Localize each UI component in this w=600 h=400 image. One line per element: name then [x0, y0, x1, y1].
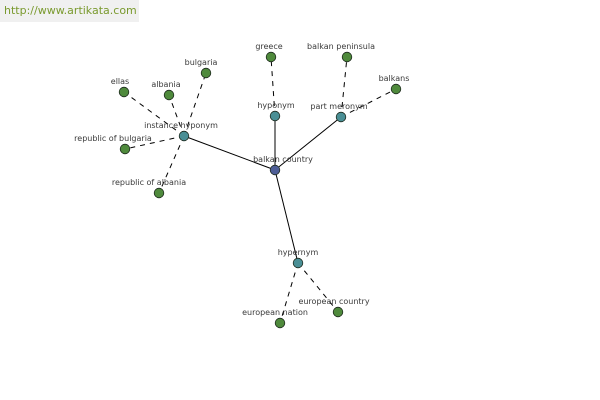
graph-edges: [123, 56, 397, 324]
relation-part-meronym-label[interactable]: part meronym: [310, 102, 367, 111]
term-republic-of-bulgaria-node[interactable]: [119, 143, 131, 155]
edge-part-meronym-to-balkan-peninsula: [340, 56, 348, 118]
term-european-country-node[interactable]: [332, 306, 344, 318]
relation-hypernym-node[interactable]: [292, 257, 304, 269]
relation-hyponym-node[interactable]: [269, 110, 281, 122]
graph-labels: balkan country instance hyponym bulgaria al…: [74, 42, 409, 317]
term-greece-label[interactable]: greece: [255, 42, 282, 51]
site-url-link[interactable]: http://www.artikata.com: [0, 0, 139, 22]
edge-center-to-instance-hyponym: [183, 135, 276, 171]
edge-instance-hyponym-to-bulgaria: [183, 72, 207, 137]
edge-center-to-part-meronym: [274, 116, 342, 171]
edge-instance-hyponym-to-ellas: [123, 91, 185, 137]
relation-instance-hyponym-node[interactable]: [178, 130, 190, 142]
term-european-nation-node[interactable]: [274, 317, 286, 329]
term-albania-node[interactable]: [163, 89, 175, 101]
edge-center-to-hypernym: [274, 169, 299, 264]
term-republic-of-albania-node[interactable]: [153, 187, 165, 199]
edge-instance-hyponym-to-republic-of-bulgaria: [124, 135, 185, 150]
term-bulgaria-node[interactable]: [200, 67, 212, 79]
term-republic-of-bulgaria-label[interactable]: republic of bulgaria: [74, 134, 152, 143]
term-european-country-label[interactable]: european country: [298, 297, 369, 306]
term-ellas-label[interactable]: ellas: [111, 77, 129, 86]
relation-part-meronym-node[interactable]: [335, 111, 347, 123]
relation-instance-hyponym-label[interactable]: instance hyponym: [144, 121, 218, 130]
center-balkan-country-node[interactable]: [269, 164, 281, 176]
term-balkan-peninsula-label[interactable]: balkan peninsula: [307, 42, 375, 51]
center-balkan-country-label[interactable]: balkan country: [253, 155, 313, 164]
term-albania-label[interactable]: albania: [151, 80, 180, 89]
term-bulgaria-label[interactable]: bulgaria: [185, 58, 218, 67]
edge-instance-hyponym-to-republic-of-albania: [158, 135, 185, 194]
edge-hypernym-to-european-nation: [279, 262, 299, 324]
term-balkan-peninsula-node[interactable]: [341, 51, 353, 63]
term-republic-of-albania-label[interactable]: republic of albania: [112, 178, 186, 187]
edge-instance-hyponym-to-albania: [168, 94, 185, 137]
term-greece-node[interactable]: [265, 51, 277, 63]
edge-part-meronym-to-balkans: [340, 88, 397, 118]
relation-hyponym-label[interactable]: hyponym: [257, 101, 295, 110]
graph-nodes: [118, 51, 402, 329]
term-european-nation-label[interactable]: european nation: [242, 308, 308, 317]
relation-hypernym-label[interactable]: hypernym: [278, 248, 319, 257]
term-balkans-label[interactable]: balkans: [379, 74, 410, 83]
edge-hypernym-to-european-country: [297, 262, 339, 313]
term-balkans-node[interactable]: [390, 83, 402, 95]
term-ellas-node[interactable]: [118, 86, 130, 98]
